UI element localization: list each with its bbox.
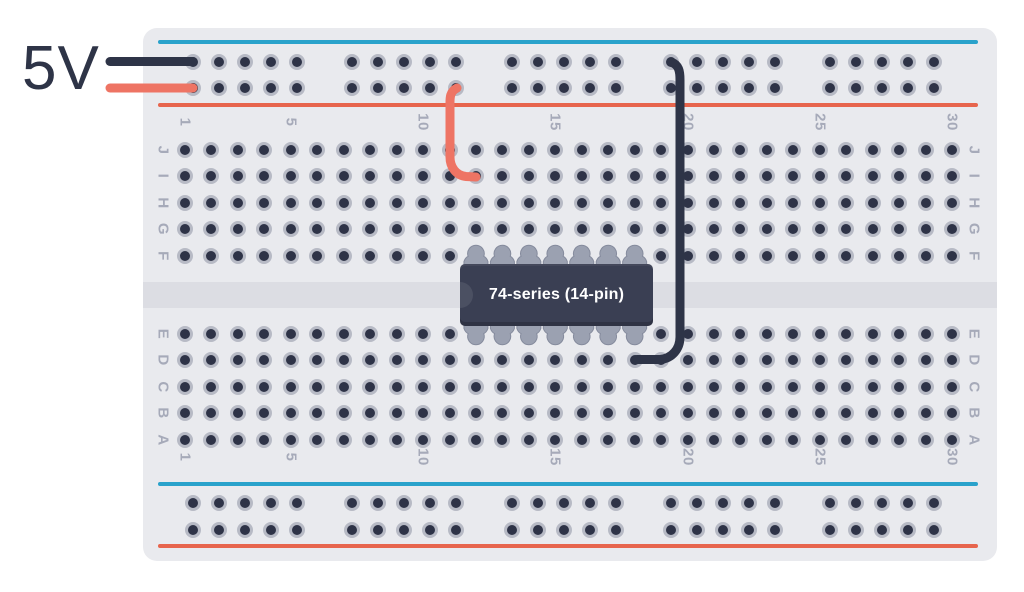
bottom-red-rail-line [158, 544, 978, 548]
ic-chip: 74-series (14-pin) [460, 264, 653, 326]
top-red-rail-line [158, 103, 978, 107]
bottom-blue-rail-line [158, 482, 978, 486]
power-source-label: 5V [22, 34, 100, 103]
top-blue-rail-line [158, 40, 978, 44]
ic-chip-label: 74-series (14-pin) [488, 286, 625, 303]
